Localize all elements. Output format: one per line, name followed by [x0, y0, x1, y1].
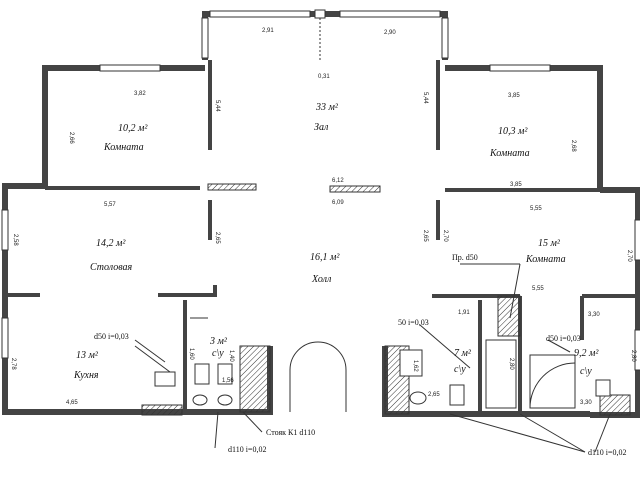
dim-center-612: 6,12: [332, 178, 344, 184]
note-d50-right: d50 i=0,03: [546, 334, 581, 343]
hall-name: Холл: [311, 274, 332, 285]
dimension-labels: 2,91 2,90 0,31 3,82 5,44 5,44 3,85 2,66 …: [10, 28, 636, 406]
dim-left-265: 2,65: [214, 232, 220, 244]
room-left-area: 10,2 м²: [118, 123, 148, 134]
note-d50-mid: 50 i=0,03: [398, 318, 429, 327]
bath-left-area: 3 м²: [209, 336, 228, 347]
dim-bath-right-280: 2,80: [630, 350, 636, 362]
dim-right-555-top: 5,55: [530, 206, 542, 212]
windows: [1, 10, 640, 371]
dim-center-031: 0,31: [318, 74, 330, 80]
drain-lines: [134, 9, 611, 453]
hall-area: 16,1 м²: [310, 252, 340, 263]
bath-mid-name: с\у: [454, 364, 466, 375]
room-left-name: Комната: [103, 142, 144, 153]
dim-right-270: 2,70: [626, 250, 632, 262]
note-d110-left: d110 i=0,02: [228, 445, 266, 454]
dim-bath-156: 1,56: [222, 378, 234, 384]
bath-mid-area: 7 м²: [454, 348, 472, 359]
dim-right-268: 2,68: [570, 140, 576, 152]
room-right2-name: Комната: [525, 254, 566, 265]
dim-left-557: 5,57: [104, 202, 116, 208]
bath-right-name: с\у: [580, 366, 592, 377]
dim-left-266: 2,66: [68, 132, 74, 144]
dim-right-555-mid: 5,55: [532, 286, 544, 292]
dim-center-609: 6,09: [332, 200, 344, 206]
dim-bath-162: 1,62: [412, 360, 418, 372]
note-riser: Стояк К1 d110: [266, 428, 315, 437]
entrance-door: [289, 341, 347, 412]
dim-bath-160: 1,60: [188, 348, 194, 360]
dim-bath-265b: 2,65: [428, 392, 440, 398]
bath-left-name: с\у: [212, 348, 224, 359]
dim-right-544: 5,44: [422, 92, 428, 104]
bath-right-area: 9,2 м²: [574, 348, 599, 359]
room-right-area: 10,3 м²: [498, 126, 528, 137]
dim-bath-right-330: 3,30: [580, 400, 592, 406]
dim-top-right: 2,90: [384, 30, 396, 36]
dim-kitchen-465: 4,65: [66, 400, 78, 406]
dim-right-385-mid: 3,85: [510, 182, 522, 188]
zal-name: Зал: [314, 122, 329, 133]
dim-center-270: 2,70: [442, 230, 448, 242]
dim-center-265: 2,65: [422, 230, 428, 242]
dim-left-278: 2,78: [10, 358, 16, 370]
dining-area: 14,2 м²: [96, 238, 126, 249]
dim-bath-280: 2,80: [508, 358, 514, 370]
dim-right-385-top: 3,85: [508, 93, 520, 99]
dim-left-382: 3,82: [134, 91, 146, 97]
dim-left-258: 2,58: [12, 234, 18, 246]
room-right2-area: 15 м²: [538, 238, 561, 249]
room-right-name: Комната: [489, 148, 530, 159]
dim-mid-191: 1,91: [458, 310, 470, 316]
note-d110-right: d110 i=0,02: [588, 448, 626, 457]
plumbing-fixtures: [154, 339, 611, 409]
dim-left-544: 5,44: [214, 100, 220, 112]
dim-top-left: 2,91: [262, 28, 274, 34]
kitchen-area: 13 м²: [76, 350, 99, 361]
zal-area: 33 м²: [315, 102, 339, 113]
plumbing-notes: d50 i=0,03 50 i=0,03 d50 i=0,03 Пр. d50 …: [94, 253, 626, 457]
room-labels: 33 м² Зал 10,2 м² Комната 10,3 м² Комнат…: [73, 102, 599, 381]
dining-name: Столовая: [90, 262, 133, 273]
note-d50-left: d50 i=0,03: [94, 332, 129, 341]
kitchen-name: Кухня: [73, 370, 99, 381]
dim-bath-140: 1,40: [228, 350, 234, 362]
note-pr-d50: Пр. d50: [452, 253, 478, 262]
dim-right-330-top: 3,30: [588, 312, 600, 318]
